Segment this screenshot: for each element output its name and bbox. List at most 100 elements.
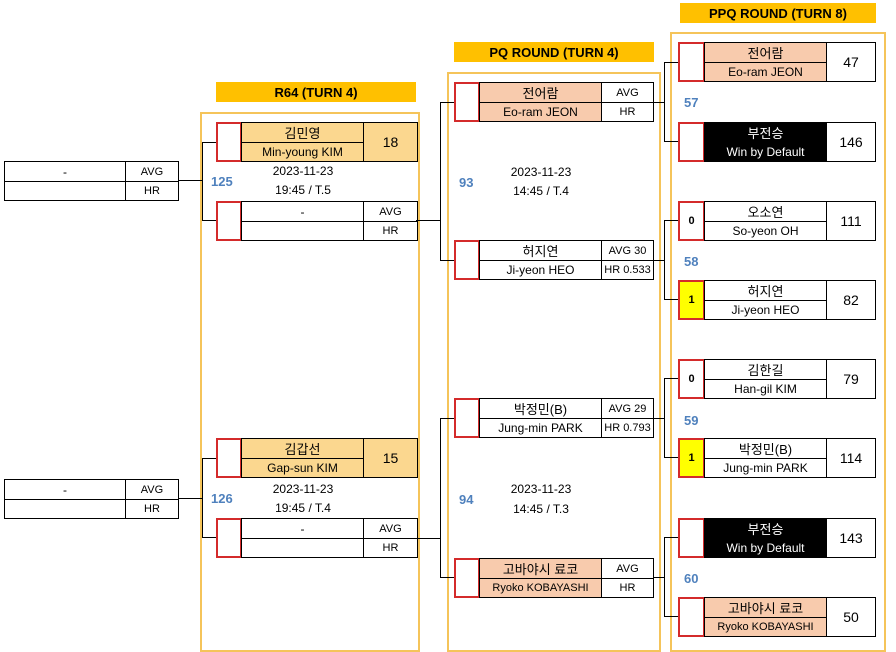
player-english-name: Win by Default <box>704 538 827 558</box>
player-name: - <box>4 479 126 500</box>
match-number: 94 <box>459 492 474 507</box>
player-score: 18 <box>363 122 418 162</box>
hr-value: HR 0.533 <box>601 260 654 280</box>
seed-box: 1 <box>678 438 705 478</box>
connector-line <box>440 577 454 578</box>
connector-line <box>664 616 678 617</box>
hr-value: HR <box>125 181 179 201</box>
player-korean-name: 허지연 <box>704 280 827 301</box>
player-slot[interactable]: 박정민(B) Jung-min PARK AVG 29 HR 0.793 <box>454 398 654 438</box>
match-number: 60 <box>684 571 699 586</box>
seed-box <box>216 518 242 558</box>
connector-line <box>202 537 216 538</box>
player-korean-name: 고바야시 료코 <box>704 597 827 618</box>
player-slot[interactable]: 부전승 Win by Default 143 <box>678 518 876 558</box>
player-score: 79 <box>826 359 876 399</box>
player-name: - <box>4 161 126 182</box>
player-score: 143 <box>826 518 876 558</box>
player-slot[interactable]: 1 허지연 Ji-yeon HEO 82 <box>678 280 876 320</box>
player-english-name: Ryoko KOBAYASHI <box>479 578 602 598</box>
player-english-name: Han-gil KIM <box>704 379 827 399</box>
connector-line <box>202 142 216 143</box>
match-number: 57 <box>684 95 699 110</box>
player-name: - <box>241 201 364 222</box>
avg-value: AVG <box>125 161 179 182</box>
player-korean-name: 김한길 <box>704 359 827 380</box>
match-number: 93 <box>459 175 474 190</box>
player-score: 47 <box>826 42 876 82</box>
avg-value: AVG <box>125 479 179 500</box>
connector-line <box>440 418 454 419</box>
hr-value: HR <box>601 578 654 598</box>
player-english-name: Win by Default <box>704 142 827 162</box>
seed-box <box>454 398 480 438</box>
seed-box: 1 <box>678 280 705 320</box>
seed-box <box>678 122 705 162</box>
avg-value: AVG <box>363 518 418 539</box>
match-date: 2023-11-23 <box>510 165 572 179</box>
seed-box <box>216 201 242 241</box>
player-slot[interactable]: - AVG HR <box>216 201 418 241</box>
seed-box <box>454 240 480 280</box>
player-english-name: Ji-yeon HEO <box>704 300 827 320</box>
player-slot[interactable]: 부전승 Win by Default 146 <box>678 122 876 162</box>
player-korean-name: 김갑선 <box>241 438 364 459</box>
player-slot[interactable]: 0 오소연 So-yeon OH 111 <box>678 201 876 241</box>
player-score: 111 <box>826 201 876 241</box>
player-slot[interactable]: - AVG HR <box>216 518 418 558</box>
left-entry[interactable]: - AVG HR <box>4 161 179 201</box>
connector-line <box>202 220 216 221</box>
player-slot[interactable]: 1 박정민(B) Jung-min PARK 114 <box>678 438 876 478</box>
player-score: 114 <box>826 438 876 478</box>
connector-line <box>654 577 664 578</box>
connector-line <box>416 538 440 539</box>
seed-box: 0 <box>678 359 705 399</box>
player-english-name: Min-young KIM <box>241 142 364 162</box>
connector-line <box>664 378 678 379</box>
player-name: - <box>241 518 364 539</box>
match-time-table: 14:45 / T.3 <box>513 502 569 516</box>
player-korean-name: 부전승 <box>704 122 827 143</box>
connector-line <box>664 62 665 142</box>
player-score: 50 <box>826 597 876 637</box>
player-slot[interactable]: 고바야시 료코 Ryoko KOBAYASHI AVG HR <box>454 558 654 598</box>
connector-line <box>440 418 441 578</box>
blank-cell <box>241 221 364 241</box>
match-time-table: 19:45 / T.4 <box>275 501 331 515</box>
connector-line <box>202 458 203 538</box>
match-date: 2023-11-23 <box>272 164 334 178</box>
player-slot[interactable]: 0 김한길 Han-gil KIM 79 <box>678 359 876 399</box>
player-english-name: Ryoko KOBAYASHI <box>704 617 827 637</box>
hr-value: HR <box>363 221 418 241</box>
seed-box <box>678 518 705 558</box>
connector-line <box>178 180 202 181</box>
match-time-table: 19:45 / T.5 <box>275 183 331 197</box>
player-score: 82 <box>826 280 876 320</box>
player-slot[interactable]: 김갑선 Gap-sun KIM 15 <box>216 438 418 478</box>
player-korean-name: 김민영 <box>241 122 364 143</box>
player-slot[interactable]: 전어람 Eo-ram JEON AVG HR <box>454 82 654 122</box>
seed-box <box>454 82 480 122</box>
left-entry[interactable]: - AVG HR <box>4 479 179 519</box>
player-slot[interactable]: 고바야시 료코 Ryoko KOBAYASHI 50 <box>678 597 876 637</box>
match-date: 2023-11-23 <box>272 482 334 496</box>
player-slot[interactable]: 김민영 Min-young KIM 18 <box>216 122 418 162</box>
player-slot[interactable]: 허지연 Ji-yeon HEO AVG 30 HR 0.533 <box>454 240 654 280</box>
connector-line <box>202 142 203 221</box>
r64-round-header: R64 (TURN 4) <box>216 82 416 102</box>
seed-box <box>678 597 705 637</box>
player-score: 15 <box>363 438 418 478</box>
hr-value: HR <box>363 538 418 558</box>
connector-line <box>654 102 664 103</box>
connector-line <box>664 220 678 221</box>
connector-line <box>664 141 678 142</box>
connector-line <box>202 458 216 459</box>
player-english-name: Gap-sun KIM <box>241 458 364 478</box>
connector-line <box>440 102 454 103</box>
player-slot[interactable]: 전어람 Eo-ram JEON 47 <box>678 42 876 82</box>
player-korean-name: 전어람 <box>704 42 827 63</box>
blank-cell <box>4 181 126 201</box>
blank-cell <box>241 538 364 558</box>
connector-line <box>440 260 454 261</box>
avg-value: AVG <box>601 82 654 103</box>
